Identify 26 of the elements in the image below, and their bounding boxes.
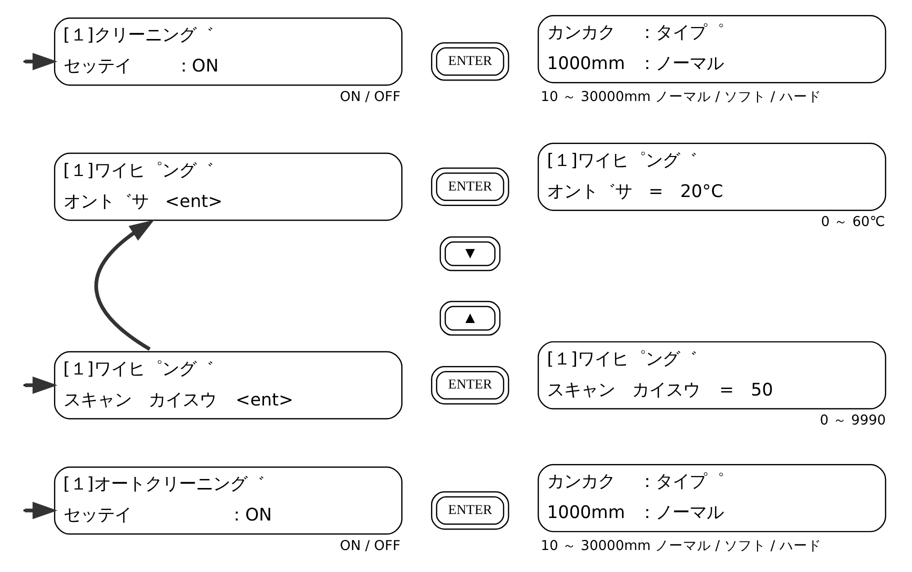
node-box: [１]オートクリーニング゛ セッテイ ：ON (54, 466, 402, 535)
node-box: カンカク ：タイプ゜ 1000mm ：ノーマル (538, 464, 886, 532)
arrow (25, 502, 58, 520)
node-box: [１]ワイヒ゜ング゛ オント゛サ <ent> (54, 152, 402, 221)
node-label: 0 ～ 60℃ (821, 214, 886, 230)
arrow (94, 220, 154, 351)
node-box: [１]ワイヒ゜ング゛ オント゛サ = 20°C (538, 142, 886, 211)
node-box: ENTER (431, 366, 510, 404)
node-box: カンカク ：タイプ゜ 1000mm ：ノーマル (538, 15, 886, 84)
node-box: [１]ワイヒ゜ング゛ スキャン カイスウ = 50 (538, 341, 886, 410)
node-box: ENTER (431, 491, 510, 530)
node-box: ENTER (431, 168, 510, 206)
node-box: ▲ (440, 300, 500, 336)
node-label: ON / OFF (340, 538, 400, 554)
node-box: ENTER (431, 42, 510, 81)
node-label: ノーマル / ソフト / ハード (654, 538, 822, 554)
node-box: ▼ (440, 236, 500, 272)
node-label: ノーマル / ソフト / ハード (654, 88, 822, 105)
arrow (25, 52, 58, 70)
node-label: 10 ～ 30000mm (540, 88, 651, 105)
node-label: 10 ～ 30000mm (540, 538, 651, 554)
node-box: [１]クリーニング゛ セッテイ ：ON (54, 18, 402, 86)
arrow (25, 376, 58, 394)
node-box: [１]ワイヒ゜ング゛ スキャン カイスウ <ent> (54, 351, 402, 420)
node-label: ON / OFF (340, 88, 400, 105)
node-label: 0 ～ 9990 (820, 412, 886, 429)
